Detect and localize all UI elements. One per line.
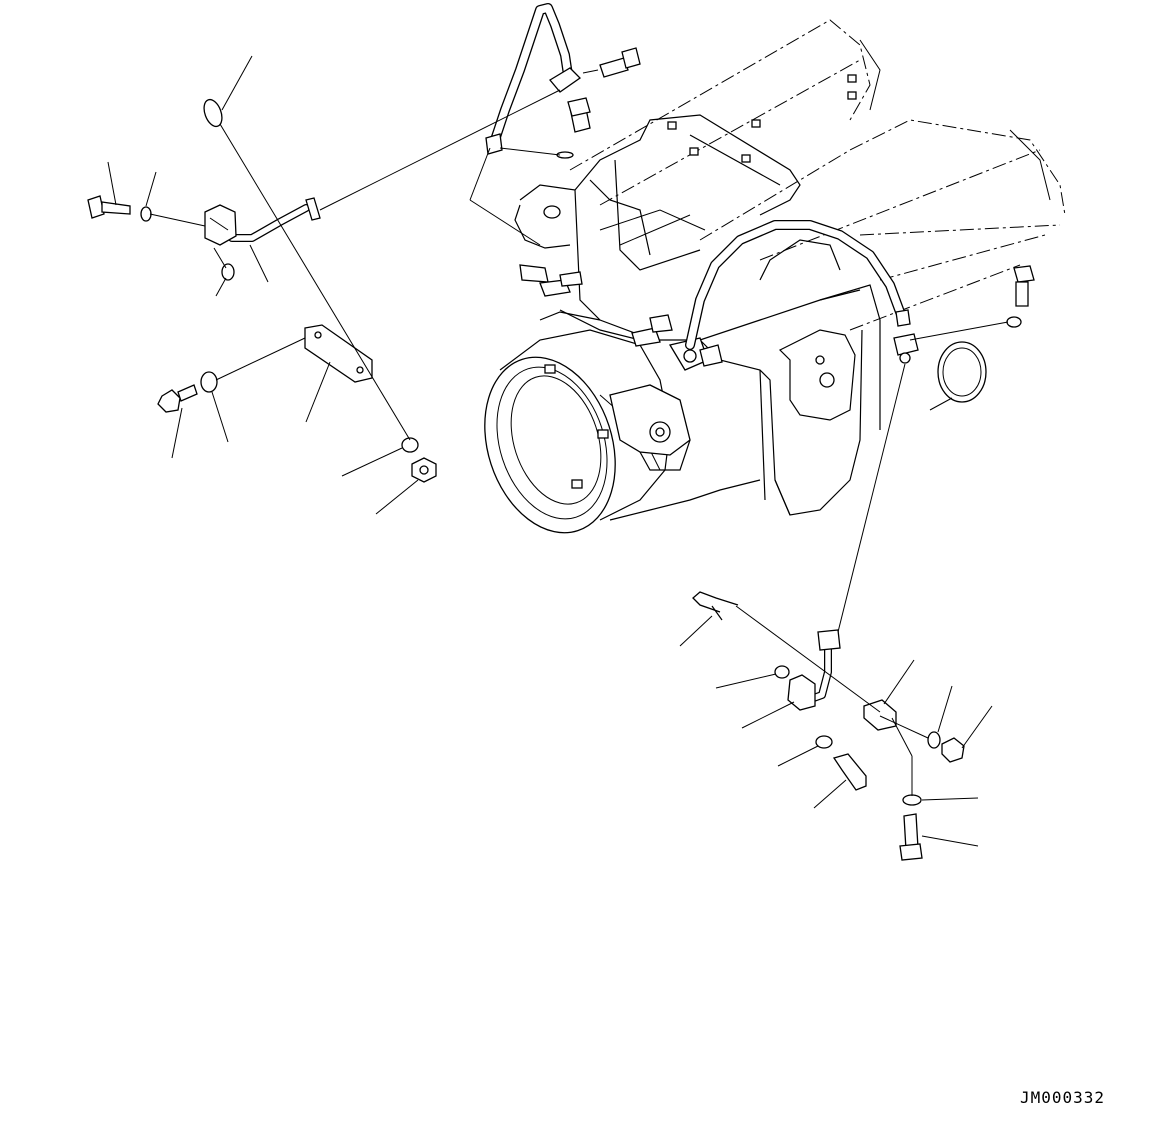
callout-leader-lines <box>107 55 993 847</box>
washer-icon <box>927 731 941 749</box>
washer-icon <box>582 69 599 74</box>
bolt-icon <box>177 384 198 402</box>
washer-icon <box>200 371 218 393</box>
bolt-icon <box>87 195 105 219</box>
bolt-icon <box>899 843 923 861</box>
hose-icon <box>490 3 905 350</box>
bolt-icon <box>1015 281 1029 307</box>
bolt-icon <box>599 57 629 78</box>
washer-icon <box>902 794 922 806</box>
assembly-guide-lines <box>149 89 1009 796</box>
washer-icon <box>140 206 152 222</box>
hose-fitting-icon <box>549 67 582 93</box>
u-bolt-icon <box>692 591 739 613</box>
bolt-icon <box>1013 265 1035 283</box>
o-ring-icon <box>899 352 911 364</box>
drawing-number: JM000332 <box>1020 1088 1106 1107</box>
hose-fitting-icon <box>895 309 911 327</box>
bracket-icon <box>863 699 897 731</box>
bolt-icon <box>567 97 591 117</box>
oil-pipe-icon <box>228 197 321 242</box>
bolt-icon <box>157 389 181 413</box>
washer-icon <box>401 437 419 453</box>
o-ring-icon <box>221 263 235 281</box>
bolt-icon <box>101 201 131 215</box>
o-ring-icon <box>774 665 790 679</box>
clamp-icon <box>787 674 816 711</box>
transmission-housing-icon <box>484 19 1066 534</box>
nut-icon <box>941 737 965 763</box>
washer-icon <box>815 735 833 749</box>
bolt-icon <box>621 47 641 69</box>
bolt-icon <box>832 753 867 791</box>
bracket-icon <box>304 324 373 383</box>
hose-fitting-icon <box>893 333 919 356</box>
cover-plate-icon <box>203 98 223 128</box>
washer-icon <box>1006 316 1022 328</box>
